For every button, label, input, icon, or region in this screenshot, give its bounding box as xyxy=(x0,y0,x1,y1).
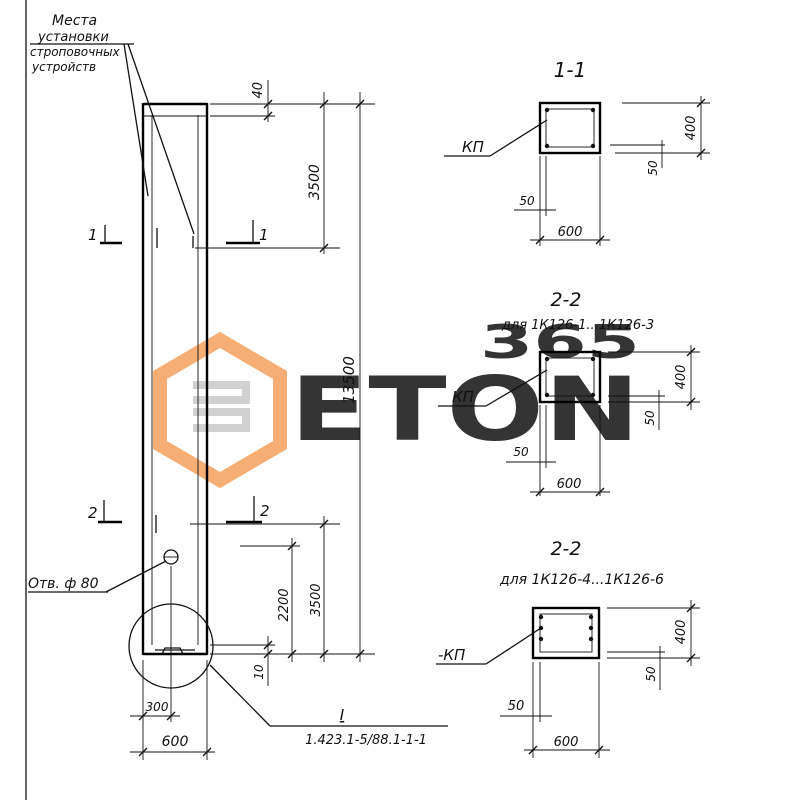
section-2b-rebars xyxy=(538,614,594,642)
section-2a-dim-width: 600 xyxy=(557,477,582,492)
dim-total-text: 13500 xyxy=(340,356,358,404)
lifting-places-annotation: Места установки строповочных устройств xyxy=(30,13,195,235)
watermark: ETON 365 xyxy=(153,315,640,489)
section-1-outline xyxy=(538,101,602,155)
section-1-dim-cover-h: 50 xyxy=(519,194,535,208)
section-cut-2: 2 2 xyxy=(88,496,270,524)
section-2b-dim-w-tick-b xyxy=(594,745,604,755)
dim-10-text: 10 xyxy=(252,664,266,680)
lifting-leader-1 xyxy=(123,43,149,197)
section-2a-dim-h-tick-b xyxy=(686,397,696,407)
section-1-dim-h-tick-a xyxy=(696,98,706,108)
section-2a-title: 2-2 xyxy=(550,289,581,311)
section-2b-kp: -КП xyxy=(438,646,465,664)
section-2a-dim-h-tick-a xyxy=(686,347,696,357)
dim-10-tick-b xyxy=(263,649,273,659)
base-plate xyxy=(161,647,184,655)
section-2b-dim-h-tick-a xyxy=(686,603,696,613)
section-2b-dim-height: 400 xyxy=(674,620,689,645)
hole-annotation: Отв. ф 80 xyxy=(28,560,167,593)
section-2b-outline xyxy=(531,606,601,660)
section-2-2-b: 2-2 для 1К126-4...1К126-6 -КП 400 50 50 … xyxy=(436,538,700,758)
section-2a-kp: КП xyxy=(452,388,474,406)
dim-hole-text: 2200 xyxy=(277,588,292,621)
section-1-dim-h-tick-b xyxy=(696,148,706,158)
section-1-dim-width: 600 xyxy=(558,225,583,240)
section-2a-dim-w-tick-b xyxy=(595,487,605,497)
section-2a-kp-leader xyxy=(485,369,548,407)
section-2b-subtitle: для 1К126-4...1К126-6 xyxy=(499,572,664,588)
dim-upper-text: 3500 xyxy=(307,164,323,200)
dim-10-tick-a xyxy=(263,640,273,650)
detail-mark: I xyxy=(340,706,345,724)
section-2b-dim-h-tick-b xyxy=(686,653,696,663)
dim-40-tick-b xyxy=(263,111,273,121)
lifting-places-line4: устройств xyxy=(31,60,96,74)
section-2b-dim-cover-v: 50 xyxy=(644,666,658,682)
watermark-number: 365 xyxy=(480,315,640,369)
section-2b-dim-width: 600 xyxy=(554,735,579,750)
section-2a-subtitle: для 1К126-1...1К126-3 xyxy=(501,318,654,333)
section-2b-dim-w-tick-a xyxy=(528,745,538,755)
detail-ref-text: 1.423.1-5/88.1-1-1 xyxy=(305,733,427,748)
watermark-logo-icon xyxy=(153,331,287,489)
hole-label: Отв. ф 80 xyxy=(28,576,99,592)
detail-leader xyxy=(209,664,271,727)
section-1-1: 1-1 КП 400 50 50 600 xyxy=(444,58,710,246)
dim-total-tick-b xyxy=(355,649,365,659)
dim-lower-tick-b xyxy=(319,649,329,659)
cut1-left-label: 1 xyxy=(88,226,98,244)
section-1-kp-leader xyxy=(489,119,548,157)
cut2-right-label: 2 xyxy=(260,502,270,520)
section-2a-dim-cover-h: 50 xyxy=(513,445,529,459)
elevation-dimensions: 40 3500 13500 2200 3500 10 300 xyxy=(130,80,375,760)
dim-600-tick-b xyxy=(202,747,212,757)
section-2a-outline xyxy=(538,350,602,404)
dim-hole-tick-b xyxy=(287,649,297,659)
dim-600-text: 600 xyxy=(162,734,189,750)
lifting-leader-2 xyxy=(127,43,195,235)
column-elevation xyxy=(128,102,214,689)
dim-40-text: 40 xyxy=(251,82,266,99)
dim-total-tick-a xyxy=(355,99,365,109)
dim-600-tick-a xyxy=(138,747,148,757)
lifting-places-line2: установки xyxy=(37,30,109,45)
watermark-brand: ETON xyxy=(290,358,640,461)
section-2a-rebars xyxy=(544,356,596,398)
cut1-right-label: 1 xyxy=(259,226,269,244)
cut2-left-label: 2 xyxy=(88,504,98,522)
section-2b-title: 2-2 xyxy=(550,538,581,560)
section-1-title: 1-1 xyxy=(554,58,587,82)
dim-300-text: 300 xyxy=(146,700,169,714)
section-2a-dim-w-tick-a xyxy=(535,487,545,497)
section-1-inner xyxy=(545,108,595,148)
dim-300-tick-a xyxy=(138,711,148,721)
section-2a-dim-cover-v: 50 xyxy=(643,410,657,426)
section-1-kp: КП xyxy=(462,138,484,156)
dim-lower-tick-a xyxy=(319,519,329,529)
section-1-rebars xyxy=(544,107,596,149)
dim-300-tick-b xyxy=(166,711,176,721)
section-2a-dim-height: 400 xyxy=(674,365,689,390)
dim-lower-text: 3500 xyxy=(309,583,324,616)
section-1-dim-w-tick-b xyxy=(595,235,605,245)
section-2b-kp-leader xyxy=(485,627,542,665)
section-cut-1: 1 1 xyxy=(88,220,269,245)
detail-reference: I 1.423.1-5/88.1-1-1 xyxy=(209,664,448,748)
section-2a-inner xyxy=(545,357,595,397)
section-1-dim-height: 400 xyxy=(684,116,699,141)
section-2-2-a: 2-2 для 1К126-1...1К126-3 КП 400 50 50 6… xyxy=(438,289,700,497)
dim-upper-tick-a xyxy=(319,99,329,109)
dim-upper-tick-b xyxy=(319,243,329,253)
dim-hole-tick-a xyxy=(287,541,297,551)
section-1-dim-w-tick-a xyxy=(535,235,545,245)
lifting-places-line3: строповочных xyxy=(30,45,121,59)
hole-leader xyxy=(105,560,167,593)
section-2b-inner xyxy=(539,613,593,653)
dim-40-tick-a xyxy=(263,99,273,109)
section-2b-dim-cover-h: 50 xyxy=(508,699,525,714)
section-1-dim-cover-v: 50 xyxy=(646,160,660,176)
lifting-places-line1: Места xyxy=(52,13,97,29)
